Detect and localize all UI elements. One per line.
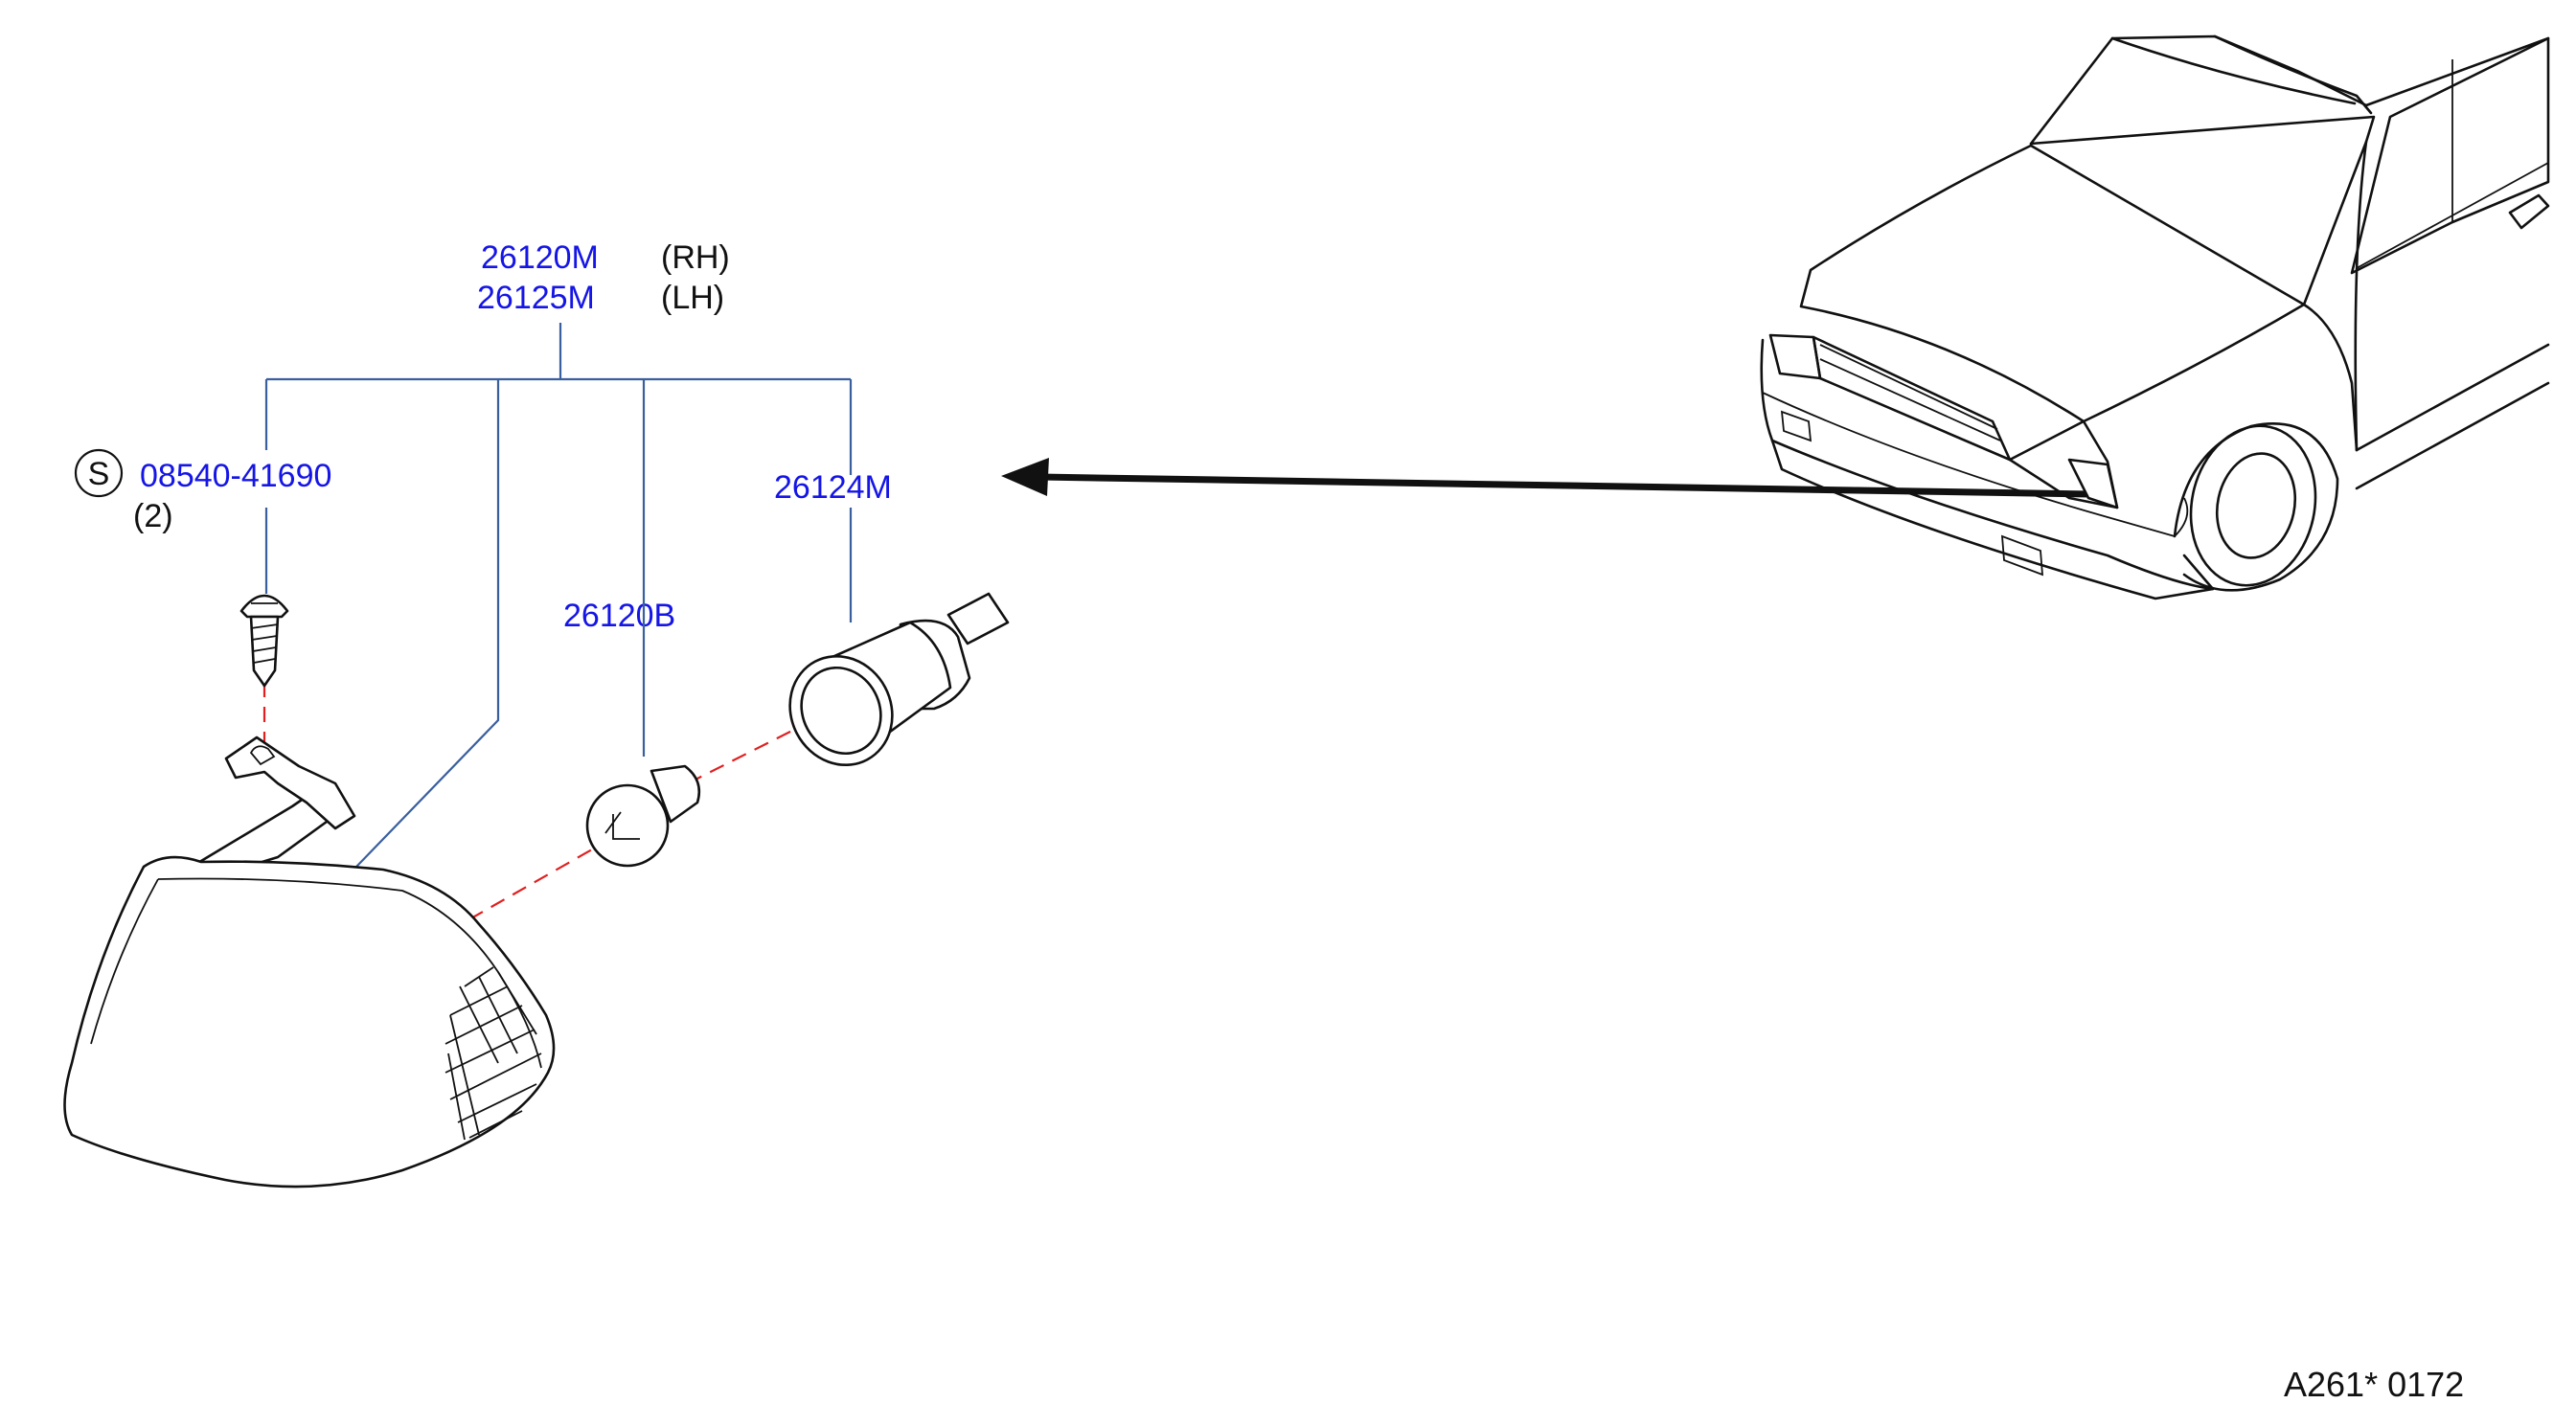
lamp-rh-side-label: (RH) [661, 239, 730, 276]
bulb-part-number[interactable]: 26120B [563, 598, 675, 634]
arrow-left-icon [1001, 458, 2091, 498]
bulb-part[interactable] [585, 764, 701, 868]
diagram-reference-code: A261* 0172 [2284, 1365, 2464, 1404]
corner-lamp-part[interactable] [63, 736, 556, 1188]
lamp-lh-part-number[interactable]: 26125M [477, 280, 595, 316]
circled-s-icon: S [74, 448, 124, 498]
socket-part-number[interactable]: 26124M [774, 469, 892, 506]
lamp-lh-side-label: (LH) [661, 280, 724, 316]
leader-lines [264, 323, 853, 868]
vehicle-location-illustration [1760, 34, 2550, 600]
screw-quantity: (2) [133, 498, 173, 534]
socket-part[interactable] [771, 592, 1010, 783]
lamp-rh-part-number[interactable]: 26120M [481, 239, 599, 276]
lens-pattern [445, 966, 542, 1141]
screw-part[interactable] [239, 594, 289, 688]
screw-part-number[interactable]: 08540-41690 [140, 458, 331, 494]
standard-part-symbol: S [88, 456, 110, 492]
